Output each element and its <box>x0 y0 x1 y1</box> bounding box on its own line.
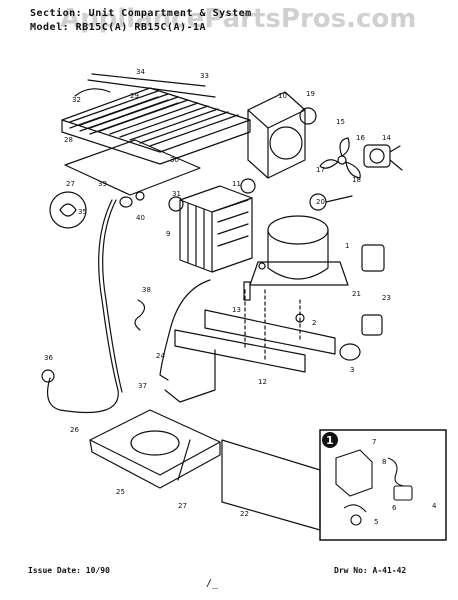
callout-17: 17 <box>316 166 325 174</box>
callout-6: 6 <box>392 504 397 512</box>
drain-tube <box>47 199 119 414</box>
callout-30: 30 <box>170 156 179 164</box>
pan-support-rod <box>177 439 191 481</box>
evaporator <box>179 185 253 273</box>
callout-38: 38 <box>142 286 151 294</box>
callout-10: 10 <box>278 92 287 100</box>
compressor <box>249 215 349 286</box>
callout-29: 29 <box>130 92 139 100</box>
condenser-coil <box>61 87 251 165</box>
callout-33: 33 <box>200 72 209 80</box>
callout-1: 1 <box>345 242 349 250</box>
callout-14: 14 <box>382 134 391 142</box>
watermark: AppliancePartsPros.com <box>60 4 417 34</box>
callout-7: 7 <box>372 438 376 446</box>
callout-16: 16 <box>356 134 365 142</box>
callout-36: 36 <box>44 354 53 362</box>
callout-4: 4 <box>432 502 437 510</box>
drawing-number: Drw No: A-41-42 <box>334 566 407 575</box>
callout-27b: 27 <box>66 180 75 188</box>
callout-24: 24 <box>156 352 165 360</box>
relay <box>361 244 385 272</box>
issue-date: Issue Date: 10/90 <box>28 566 110 575</box>
power-cord <box>159 279 211 381</box>
callout-35: 35 <box>78 208 87 216</box>
model-line: Model: RB15C(A) RB15C(A)-1A <box>30 22 207 33</box>
fan-shroud <box>247 91 306 179</box>
section-title: Section: Unit Compartment & System <box>30 8 252 19</box>
callout-39: 39 <box>98 180 107 188</box>
callout-18: 18 <box>352 176 361 184</box>
callout-22: 22 <box>240 510 249 518</box>
fan-blade <box>319 137 361 179</box>
callout-3: 3 <box>350 366 354 374</box>
callout-34: 34 <box>136 68 145 76</box>
callout-15: 15 <box>336 118 345 126</box>
callout-37: 37 <box>138 382 147 390</box>
access-cover <box>221 439 321 531</box>
tray-frame <box>64 139 201 196</box>
page-mark: /_ <box>206 578 219 589</box>
callout-21: 21 <box>352 290 361 298</box>
callout-8: 8 <box>382 458 386 466</box>
callout-13: 13 <box>232 306 241 314</box>
callout-32: 32 <box>72 96 81 104</box>
inset-detail: 1 <box>319 429 447 541</box>
callout-26: 26 <box>70 426 79 434</box>
callout-23: 23 <box>382 294 391 302</box>
callout-25: 25 <box>116 488 125 496</box>
callout-2: 2 <box>312 319 316 327</box>
callout-5: 5 <box>374 518 378 526</box>
callout-20: 20 <box>316 198 325 206</box>
grommet <box>339 343 361 361</box>
callout-11: 11 <box>232 180 241 188</box>
inset-marker: 1 <box>326 434 334 447</box>
wire-38 <box>134 299 146 331</box>
callout-19: 19 <box>306 90 315 98</box>
callout-28: 28 <box>64 136 73 144</box>
mounting-rod-2 <box>91 73 206 87</box>
callout-31: 31 <box>172 190 181 198</box>
callout-27: 27 <box>178 502 187 510</box>
callout-12: 12 <box>258 378 267 386</box>
callout-40: 40 <box>136 214 145 222</box>
bracket-32 <box>74 88 111 97</box>
detail-35 <box>49 191 87 229</box>
callout-labels: 1 2 3 4 5 6 7 8 9 10 11 12 13 14 15 16 1… <box>44 68 437 526</box>
base-rails <box>164 309 336 403</box>
fan-motor <box>363 144 403 171</box>
drain-pan <box>89 409 221 489</box>
callout-9: 9 <box>166 230 170 238</box>
mounting-rod <box>87 79 216 98</box>
overload <box>361 314 383 336</box>
